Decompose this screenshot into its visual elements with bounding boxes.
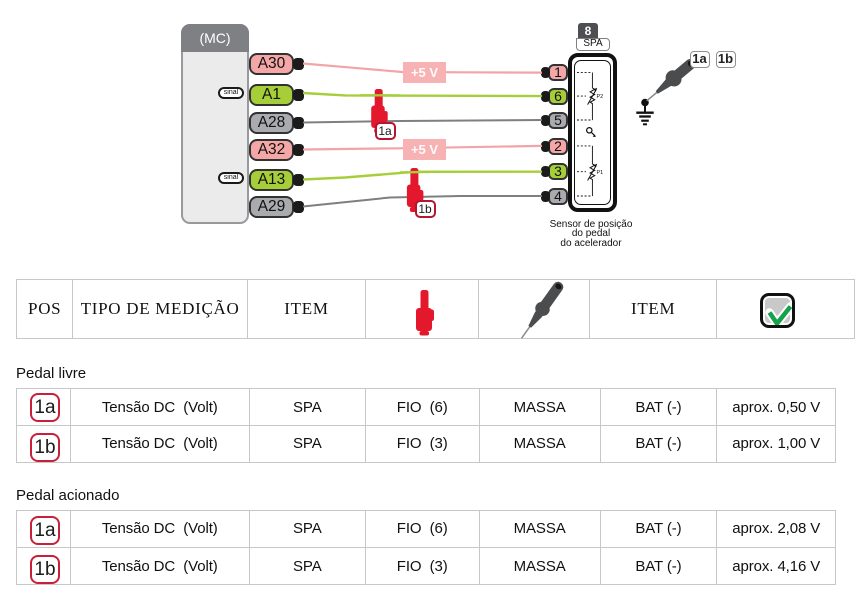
svg-text:P2: P2 — [597, 94, 604, 100]
svg-text:P1: P1 — [597, 170, 604, 176]
